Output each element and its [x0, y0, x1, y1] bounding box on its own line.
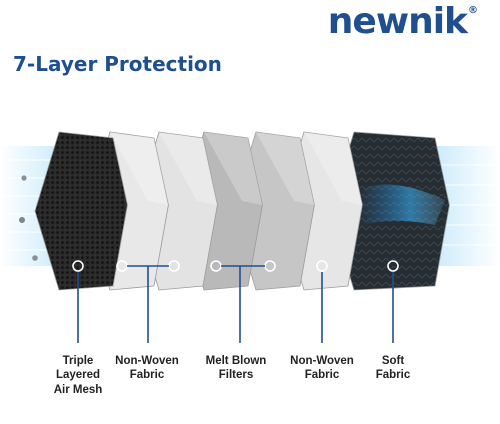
layer-highlight — [159, 132, 218, 205]
headline: 7-Layer Protection — [13, 52, 222, 76]
marker-ring-1 — [72, 260, 84, 272]
layer-highlight — [256, 132, 315, 205]
layer-highlight — [304, 132, 363, 205]
caption-1: Triple Layered Air Mesh — [53, 355, 103, 396]
caption-2: Non-Woven Fabric — [115, 355, 179, 382]
marker-ring-5 — [387, 260, 399, 272]
registered-mark: ® — [468, 5, 478, 16]
layer-1 — [34, 131, 128, 291]
caption-4: Non-Woven Fabric — [290, 355, 354, 382]
layer-highlight — [110, 132, 169, 205]
connector-lines — [72, 260, 399, 343]
brand-name: newnik — [327, 1, 468, 42]
soft-fabric-glow — [358, 184, 445, 228]
layer-highlight — [204, 132, 263, 205]
caption-5: Soft Fabric — [375, 355, 411, 382]
caption-3: Melt Blown Filters — [205, 355, 267, 382]
marker-ring-4 — [316, 260, 328, 272]
brand-logo: newnik® — [328, 4, 478, 40]
filter-layers — [34, 131, 450, 291]
